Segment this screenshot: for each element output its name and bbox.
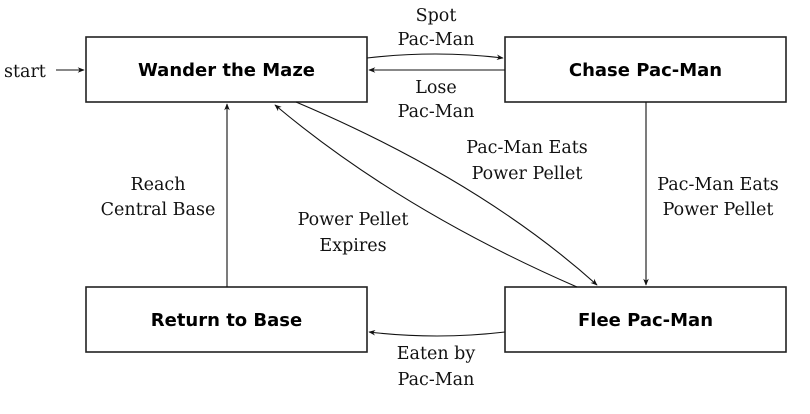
- state-chase-box: [504, 36, 787, 103]
- edge-spot-label-line1: Spot: [416, 6, 457, 26]
- edge-reach-label-line2: Central Base: [101, 200, 216, 220]
- edge-chase-eats-label-line2: Power Pellet: [663, 200, 774, 220]
- edge-reach-label-line1: Reach: [130, 175, 185, 195]
- state-return-label: Return to Base: [151, 310, 302, 331]
- edge-eaten: [368, 329, 506, 337]
- state-flee-label: Flee Pac-Man: [578, 310, 713, 331]
- edge-lose-label-line2: Pac-Man: [398, 102, 475, 122]
- start-label: start: [4, 62, 46, 82]
- state-chase-label: Chase Pac-Man: [569, 60, 722, 81]
- state-chase[interactable]: Chase Pac-Man: [504, 36, 787, 103]
- edge-wander-eats-label-line1: Pac-Man Eats: [466, 138, 588, 158]
- edge-chase-eats-label-line1: Pac-Man Eats: [657, 175, 779, 195]
- state-wander[interactable]: Wander the Maze: [85, 36, 368, 103]
- edge-expires-label-line1: Power Pellet: [298, 210, 409, 230]
- state-wander-box: [85, 36, 368, 103]
- edge-expires: [274, 104, 578, 288]
- edge-wander-eats: [295, 101, 598, 286]
- edge-expires-label-line2: Expires: [319, 236, 386, 256]
- state-wander-label: Wander the Maze: [138, 60, 315, 81]
- edge-spot: [366, 53, 504, 61]
- state-flee-box: [504, 286, 787, 353]
- edge-eaten-label-line1: Eaten by: [397, 344, 476, 364]
- state-flee[interactable]: Flee Pac-Man: [504, 286, 787, 353]
- state-return[interactable]: Return to Base: [85, 286, 368, 353]
- edge-lose-label-line1: Lose: [415, 78, 457, 98]
- edge-eaten-label-line2: Pac-Man: [398, 370, 475, 390]
- edge-wander-eats-label-line2: Power Pellet: [472, 164, 583, 184]
- edge-spot-label-line2: Pac-Man: [398, 30, 475, 50]
